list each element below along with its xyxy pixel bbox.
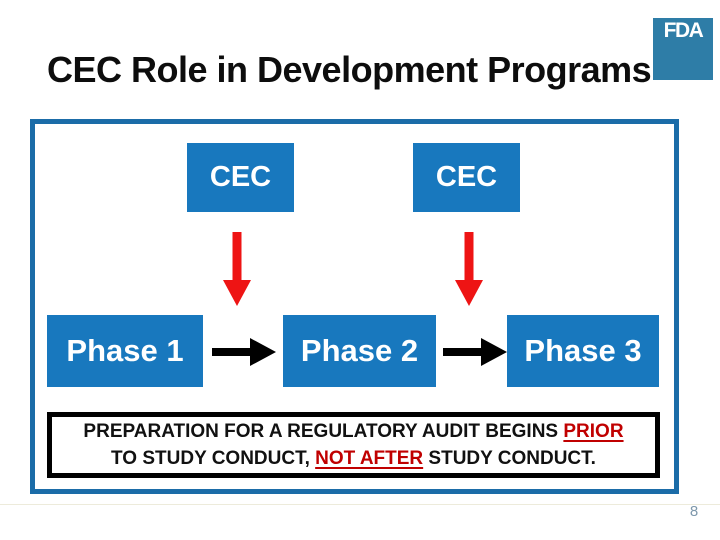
fda-logo-text: FDA [663, 19, 704, 42]
red-down-arrow-1 [223, 232, 251, 306]
page-title: CEC Role in Development Programs [47, 49, 652, 90]
callout-emphasis-not-after: NOT AFTER [315, 448, 424, 469]
callout-line-2: TO STUDY CONDUCT, NOT AFTER STUDY CONDUC… [111, 445, 596, 472]
cec-box-2-label: CEC [435, 161, 498, 193]
phase-1-label: Phase 1 [66, 333, 184, 368]
fda-logo: FDA [653, 18, 713, 80]
cec-box-1: CEC [187, 143, 294, 212]
page-number: 8 [689, 503, 699, 520]
black-right-arrow-2 [443, 338, 507, 366]
footer-divider [0, 504, 720, 505]
callout-line-1: PREPARATION FOR A REGULATORY AUDIT BEGIN… [83, 418, 623, 445]
callout-box: PREPARATION FOR A REGULATORY AUDIT BEGIN… [47, 412, 660, 478]
phase-3-box: Phase 3 [507, 315, 659, 387]
phase-2-box: Phase 2 [283, 315, 436, 387]
black-right-arrow-1 [212, 338, 276, 366]
callout-text-2a: TO STUDY CONDUCT, [111, 448, 316, 469]
phase-2-label: Phase 2 [300, 333, 419, 368]
cec-box-2: CEC [413, 143, 520, 212]
phase-1-box: Phase 1 [47, 315, 203, 387]
callout-text-1a: PREPARATION FOR A REGULATORY AUDIT BEGIN… [83, 421, 564, 442]
callout-text-2b: STUDY CONDUCT. [423, 448, 596, 469]
cec-box-1-label: CEC [209, 161, 272, 193]
callout-emphasis-prior: PRIOR [563, 421, 624, 442]
phase-3-label: Phase 3 [524, 333, 642, 368]
red-down-arrow-2 [455, 232, 483, 306]
